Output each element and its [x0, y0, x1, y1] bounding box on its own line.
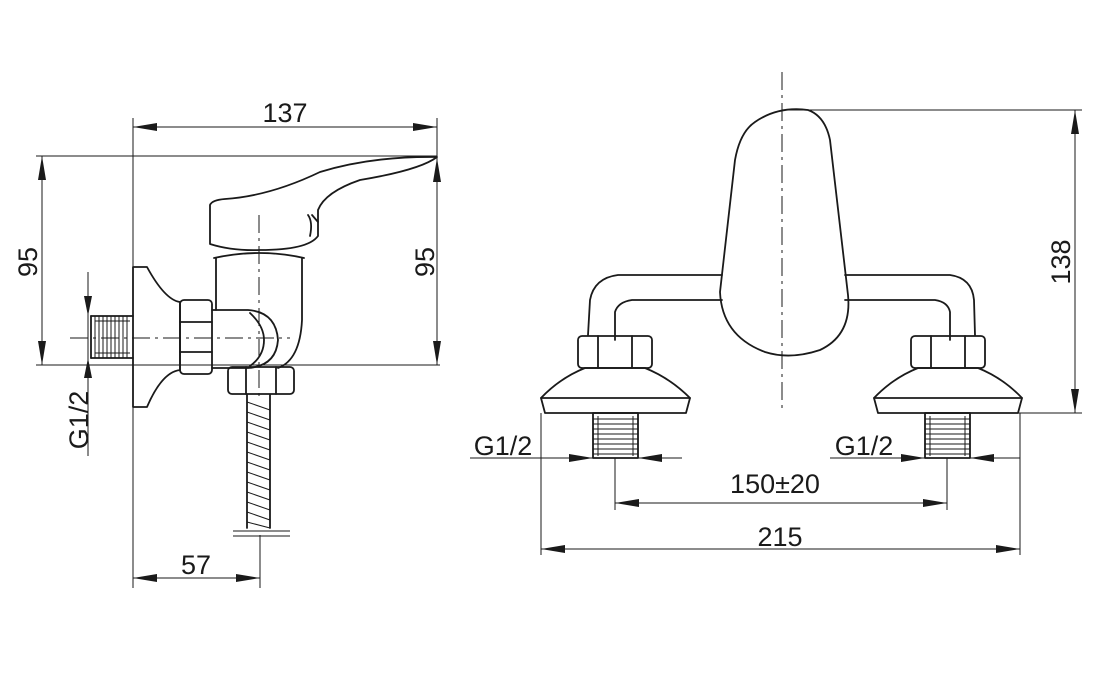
- thread-label: G1/2: [64, 391, 94, 450]
- outlet-nut: [227, 366, 295, 395]
- dimension-height-left-95: 95: [13, 156, 46, 365]
- dimension-thread-right: G1/2: [830, 431, 1020, 462]
- dimension-spacing: 150±20: [615, 469, 947, 507]
- depth-label: 57: [181, 550, 211, 580]
- right-hex-nut: [910, 335, 986, 369]
- front-height-label: 138: [1046, 239, 1076, 284]
- crossbar-body: [587, 274, 976, 336]
- wall-flange: [132, 266, 181, 408]
- left-rosette: [540, 367, 691, 414]
- elbow-connector: [211, 309, 279, 369]
- right-inlet-thread: [924, 412, 971, 459]
- dimension-thread-left: G1/2: [470, 431, 682, 462]
- height-right-label: 95: [410, 247, 440, 277]
- total-width-label: 215: [757, 522, 802, 552]
- mixer-body: [215, 257, 303, 369]
- spacing-label: 150±20: [730, 469, 820, 499]
- thread-left-label: G1/2: [474, 431, 533, 461]
- inlet-thread: [90, 315, 134, 359]
- dimension-height-right-95: 95: [410, 158, 441, 365]
- front-lever-handle: [719, 108, 850, 357]
- right-rosette: [873, 367, 1023, 414]
- dimension-thread-side: G1/2: [64, 272, 94, 456]
- dimension-width-137: 137: [133, 98, 437, 131]
- shower-hose: [233, 394, 290, 537]
- dimension-height-138: 138: [1046, 110, 1079, 413]
- dimension-total-width: 215: [541, 522, 1020, 553]
- lever-handle: [209, 156, 438, 252]
- side-view: 137 95 95 G1/2 57: [13, 98, 441, 588]
- dimension-depth-57: 57: [133, 550, 260, 582]
- width-label: 137: [262, 98, 307, 128]
- left-inlet-thread: [592, 412, 639, 459]
- thread-right-label: G1/2: [835, 431, 894, 461]
- front-view: 138 G1/2 G1/2 150±20 215: [470, 72, 1082, 555]
- side-hex-nut: [179, 299, 213, 375]
- height-left-label: 95: [13, 247, 43, 277]
